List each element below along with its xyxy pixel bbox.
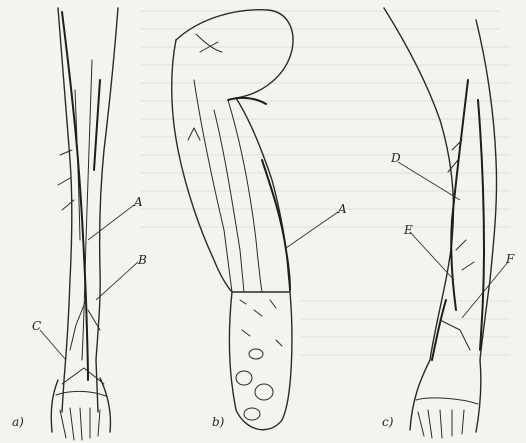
leader-C bbox=[40, 330, 66, 360]
panel-a-limb bbox=[51, 8, 118, 440]
leader-E bbox=[410, 232, 454, 280]
caption-panel-c: c) bbox=[382, 416, 393, 428]
label-B: B bbox=[138, 254, 147, 266]
caption-panel-a: a) bbox=[12, 416, 24, 428]
leader-A2 bbox=[286, 212, 338, 248]
leader-B bbox=[96, 262, 138, 300]
caption-panel-b: b) bbox=[212, 416, 224, 428]
label-D: D bbox=[391, 152, 401, 164]
panel-b-limb bbox=[172, 10, 293, 430]
label-A-panel-a: A bbox=[134, 196, 143, 208]
label-E: E bbox=[404, 224, 413, 236]
leader-A1 bbox=[88, 205, 134, 240]
leader-F bbox=[462, 262, 508, 318]
label-C: C bbox=[32, 320, 41, 332]
label-A-panel-b: A bbox=[338, 203, 347, 215]
panel-c-limb bbox=[384, 8, 497, 438]
label-F: F bbox=[506, 253, 514, 265]
